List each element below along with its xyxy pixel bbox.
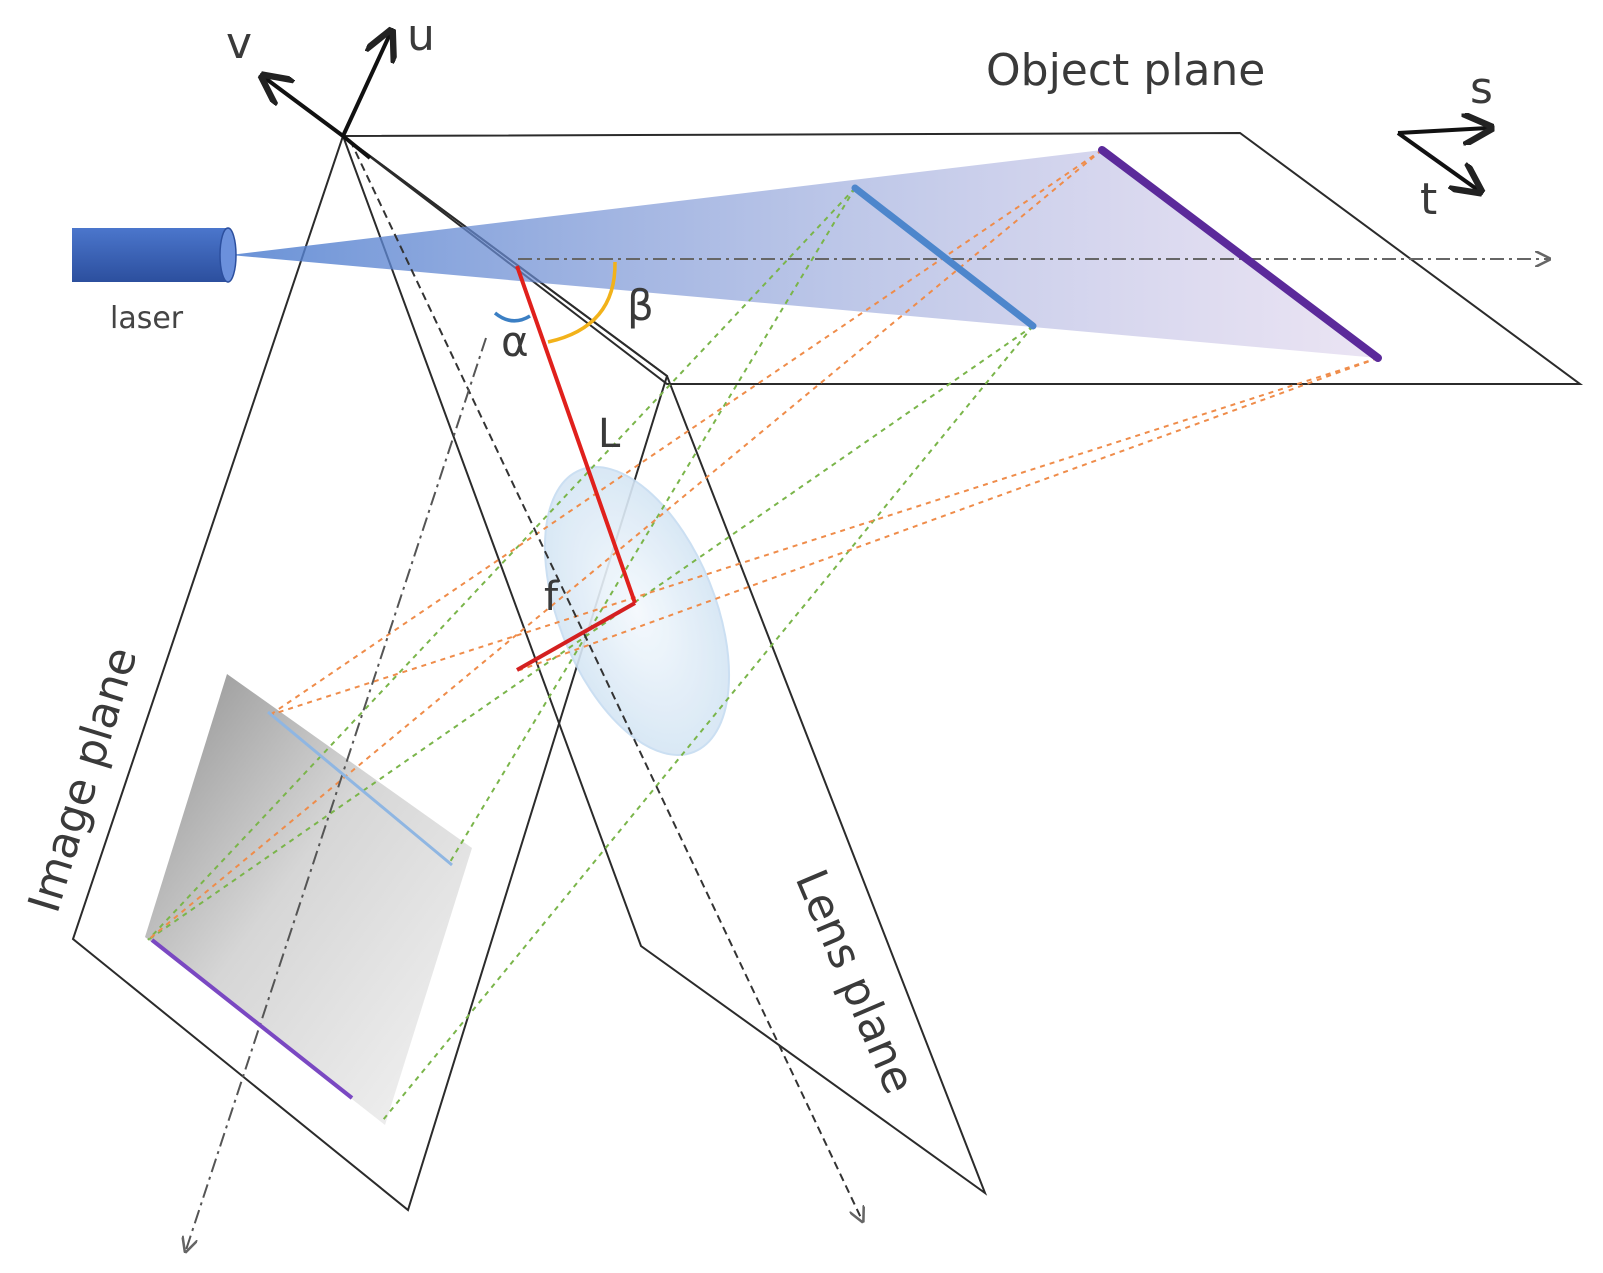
lens bbox=[543, 466, 731, 756]
ray-orange-2 bbox=[519, 357, 1379, 671]
object-plane-label: Object plane bbox=[986, 45, 1265, 96]
far-light-stripe bbox=[1098, 146, 1382, 362]
beta-arc bbox=[547, 261, 617, 344]
ray-orange-3 bbox=[147, 149, 1103, 941]
image-sensor bbox=[145, 674, 472, 1125]
ray-orange-1 bbox=[269, 149, 1103, 716]
u-axis-tail bbox=[341, 134, 372, 160]
lens-axis bbox=[349, 139, 862, 1220]
laser-body bbox=[72, 228, 228, 282]
L-label: L bbox=[598, 411, 621, 457]
ray-green-1 bbox=[147, 187, 856, 941]
ray-orange-4 bbox=[269, 357, 1379, 716]
t-axis-arrow bbox=[1396, 131, 1478, 190]
object-plane-outline bbox=[340, 131, 1584, 385]
ray-green-2 bbox=[382, 325, 1034, 1121]
v-label: v bbox=[226, 18, 252, 69]
laser-emitter bbox=[72, 227, 237, 283]
image-axis bbox=[186, 337, 487, 1250]
ray-green-3 bbox=[449, 187, 856, 863]
laser-label: laser bbox=[110, 301, 184, 336]
alpha-arc bbox=[493, 311, 531, 323]
f-segment bbox=[516, 601, 636, 672]
beta-label: β bbox=[627, 281, 654, 330]
rays-green bbox=[147, 187, 1034, 1121]
u-label: u bbox=[407, 10, 435, 61]
t-label: t bbox=[1420, 174, 1437, 225]
far-stripe-image bbox=[150, 938, 354, 1100]
u-axis-arrow bbox=[341, 34, 390, 137]
s-label: s bbox=[1470, 63, 1493, 114]
f-label: f bbox=[544, 574, 559, 620]
lens-plane-outline bbox=[340, 133, 988, 1196]
near-stripe-image bbox=[267, 710, 453, 867]
rays-orange bbox=[147, 149, 1379, 941]
near-light-stripe bbox=[851, 184, 1037, 330]
L-segment bbox=[515, 265, 637, 604]
s-axis-arrow bbox=[1397, 128, 1488, 133]
alpha-label: α bbox=[501, 317, 529, 366]
laser-aperture bbox=[219, 227, 237, 283]
v-axis-arrow bbox=[265, 78, 345, 138]
image-plane-label: Image plane bbox=[19, 641, 148, 918]
laser-beam bbox=[230, 150, 1378, 358]
